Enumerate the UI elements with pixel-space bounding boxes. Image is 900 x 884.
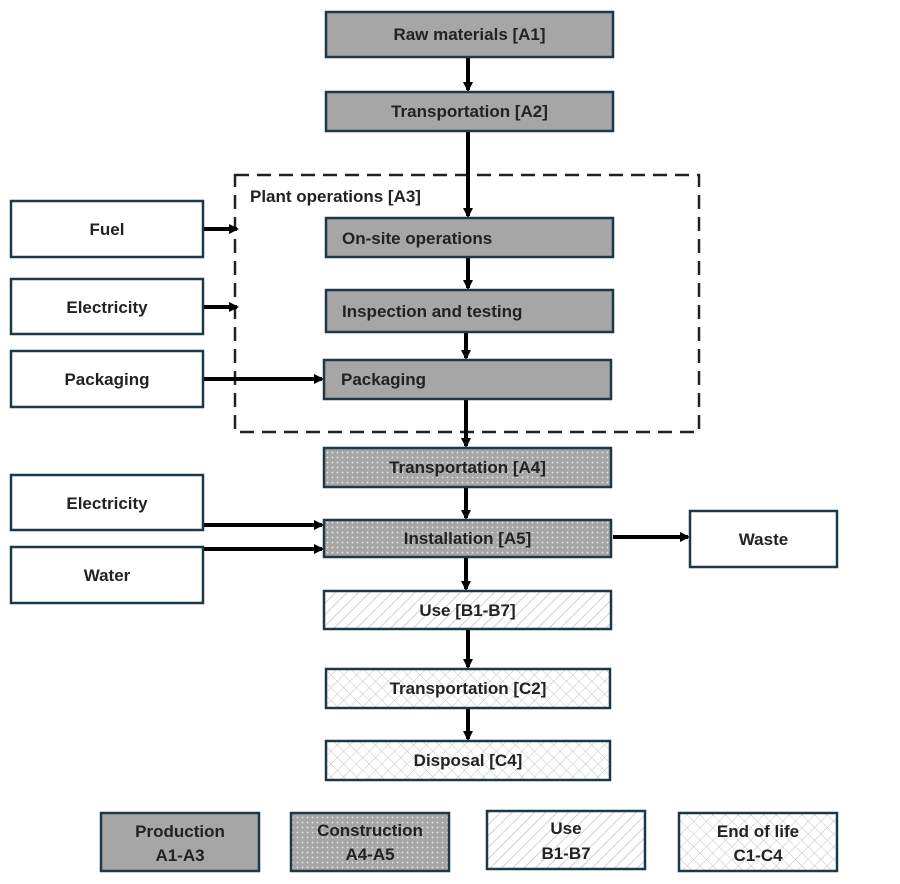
output-waste-label: Waste <box>739 530 788 549</box>
stage-raw-materials: Raw materials [A1] <box>324 10 615 59</box>
stage-onsite-operations-label: On-site operations <box>342 229 492 248</box>
legend: Production A1-A3 Construction A4-A5 Use … <box>99 809 839 873</box>
legend-production-line1: Production <box>135 822 225 841</box>
stage-inspection-testing-label: Inspection and testing <box>342 302 522 321</box>
output-waste: Waste <box>688 509 839 569</box>
stage-use-label: Use [B1-B7] <box>419 601 515 620</box>
input-water-label: Water <box>84 566 131 585</box>
input-fuel: Fuel <box>9 199 205 259</box>
main-chain-arrows <box>461 57 473 741</box>
stage-disposal-c4: Disposal [C4] <box>324 739 612 782</box>
input-electricity-install: Electricity <box>9 473 205 532</box>
stage-installation-a5-label: Installation [A5] <box>404 529 532 548</box>
stage-raw-materials-label: Raw materials [A1] <box>393 25 545 44</box>
stage-packaging-label: Packaging <box>341 370 426 389</box>
input-electricity-plant: Electricity <box>9 277 205 336</box>
legend-production: Production A1-A3 <box>99 811 261 873</box>
stage-transportation-a4-label: Transportation [A4] <box>389 458 546 477</box>
input-fuel-label: Fuel <box>90 220 125 239</box>
legend-construction-line2: A4-A5 <box>345 845 394 864</box>
stage-transportation-c2-label: Transportation [C2] <box>390 679 547 698</box>
legend-end-of-life-line1: End of life <box>717 822 799 841</box>
stage-installation-a5: Installation [A5] <box>322 518 613 559</box>
legend-production-line2: A1-A3 <box>155 846 204 865</box>
stage-onsite-operations: On-site operations <box>324 216 615 259</box>
legend-end-of-life-line2: C1-C4 <box>733 846 783 865</box>
legend-end-of-life: End of life C1-C4 <box>677 811 839 873</box>
legend-construction: Construction A4-A5 <box>289 811 451 873</box>
stage-transportation-a2: Transportation [A2] <box>324 90 615 133</box>
legend-use-line2: B1-B7 <box>541 844 590 863</box>
legend-use-line1: Use <box>550 819 581 838</box>
input-packaging-label: Packaging <box>64 370 149 389</box>
legend-construction-line1: Construction <box>317 821 423 840</box>
input-water: Water <box>9 545 205 605</box>
stage-use: Use [B1-B7] <box>322 589 613 631</box>
stage-disposal-c4-label: Disposal [C4] <box>414 751 523 770</box>
input-electricity-install-label: Electricity <box>66 494 148 513</box>
input-arrows <box>204 224 690 554</box>
stage-transportation-c2: Transportation [C2] <box>324 667 612 710</box>
legend-use: Use B1-B7 <box>485 809 647 871</box>
stage-transportation-a4: Transportation [A4] <box>322 446 613 489</box>
input-packaging: Packaging <box>9 349 205 409</box>
stage-inspection-testing: Inspection and testing <box>324 288 615 334</box>
stage-packaging: Packaging <box>322 358 613 401</box>
plant-operations-label: Plant operations [A3] <box>250 187 421 206</box>
input-electricity-plant-label: Electricity <box>66 298 148 317</box>
stage-transportation-a2-label: Transportation [A2] <box>391 102 548 121</box>
